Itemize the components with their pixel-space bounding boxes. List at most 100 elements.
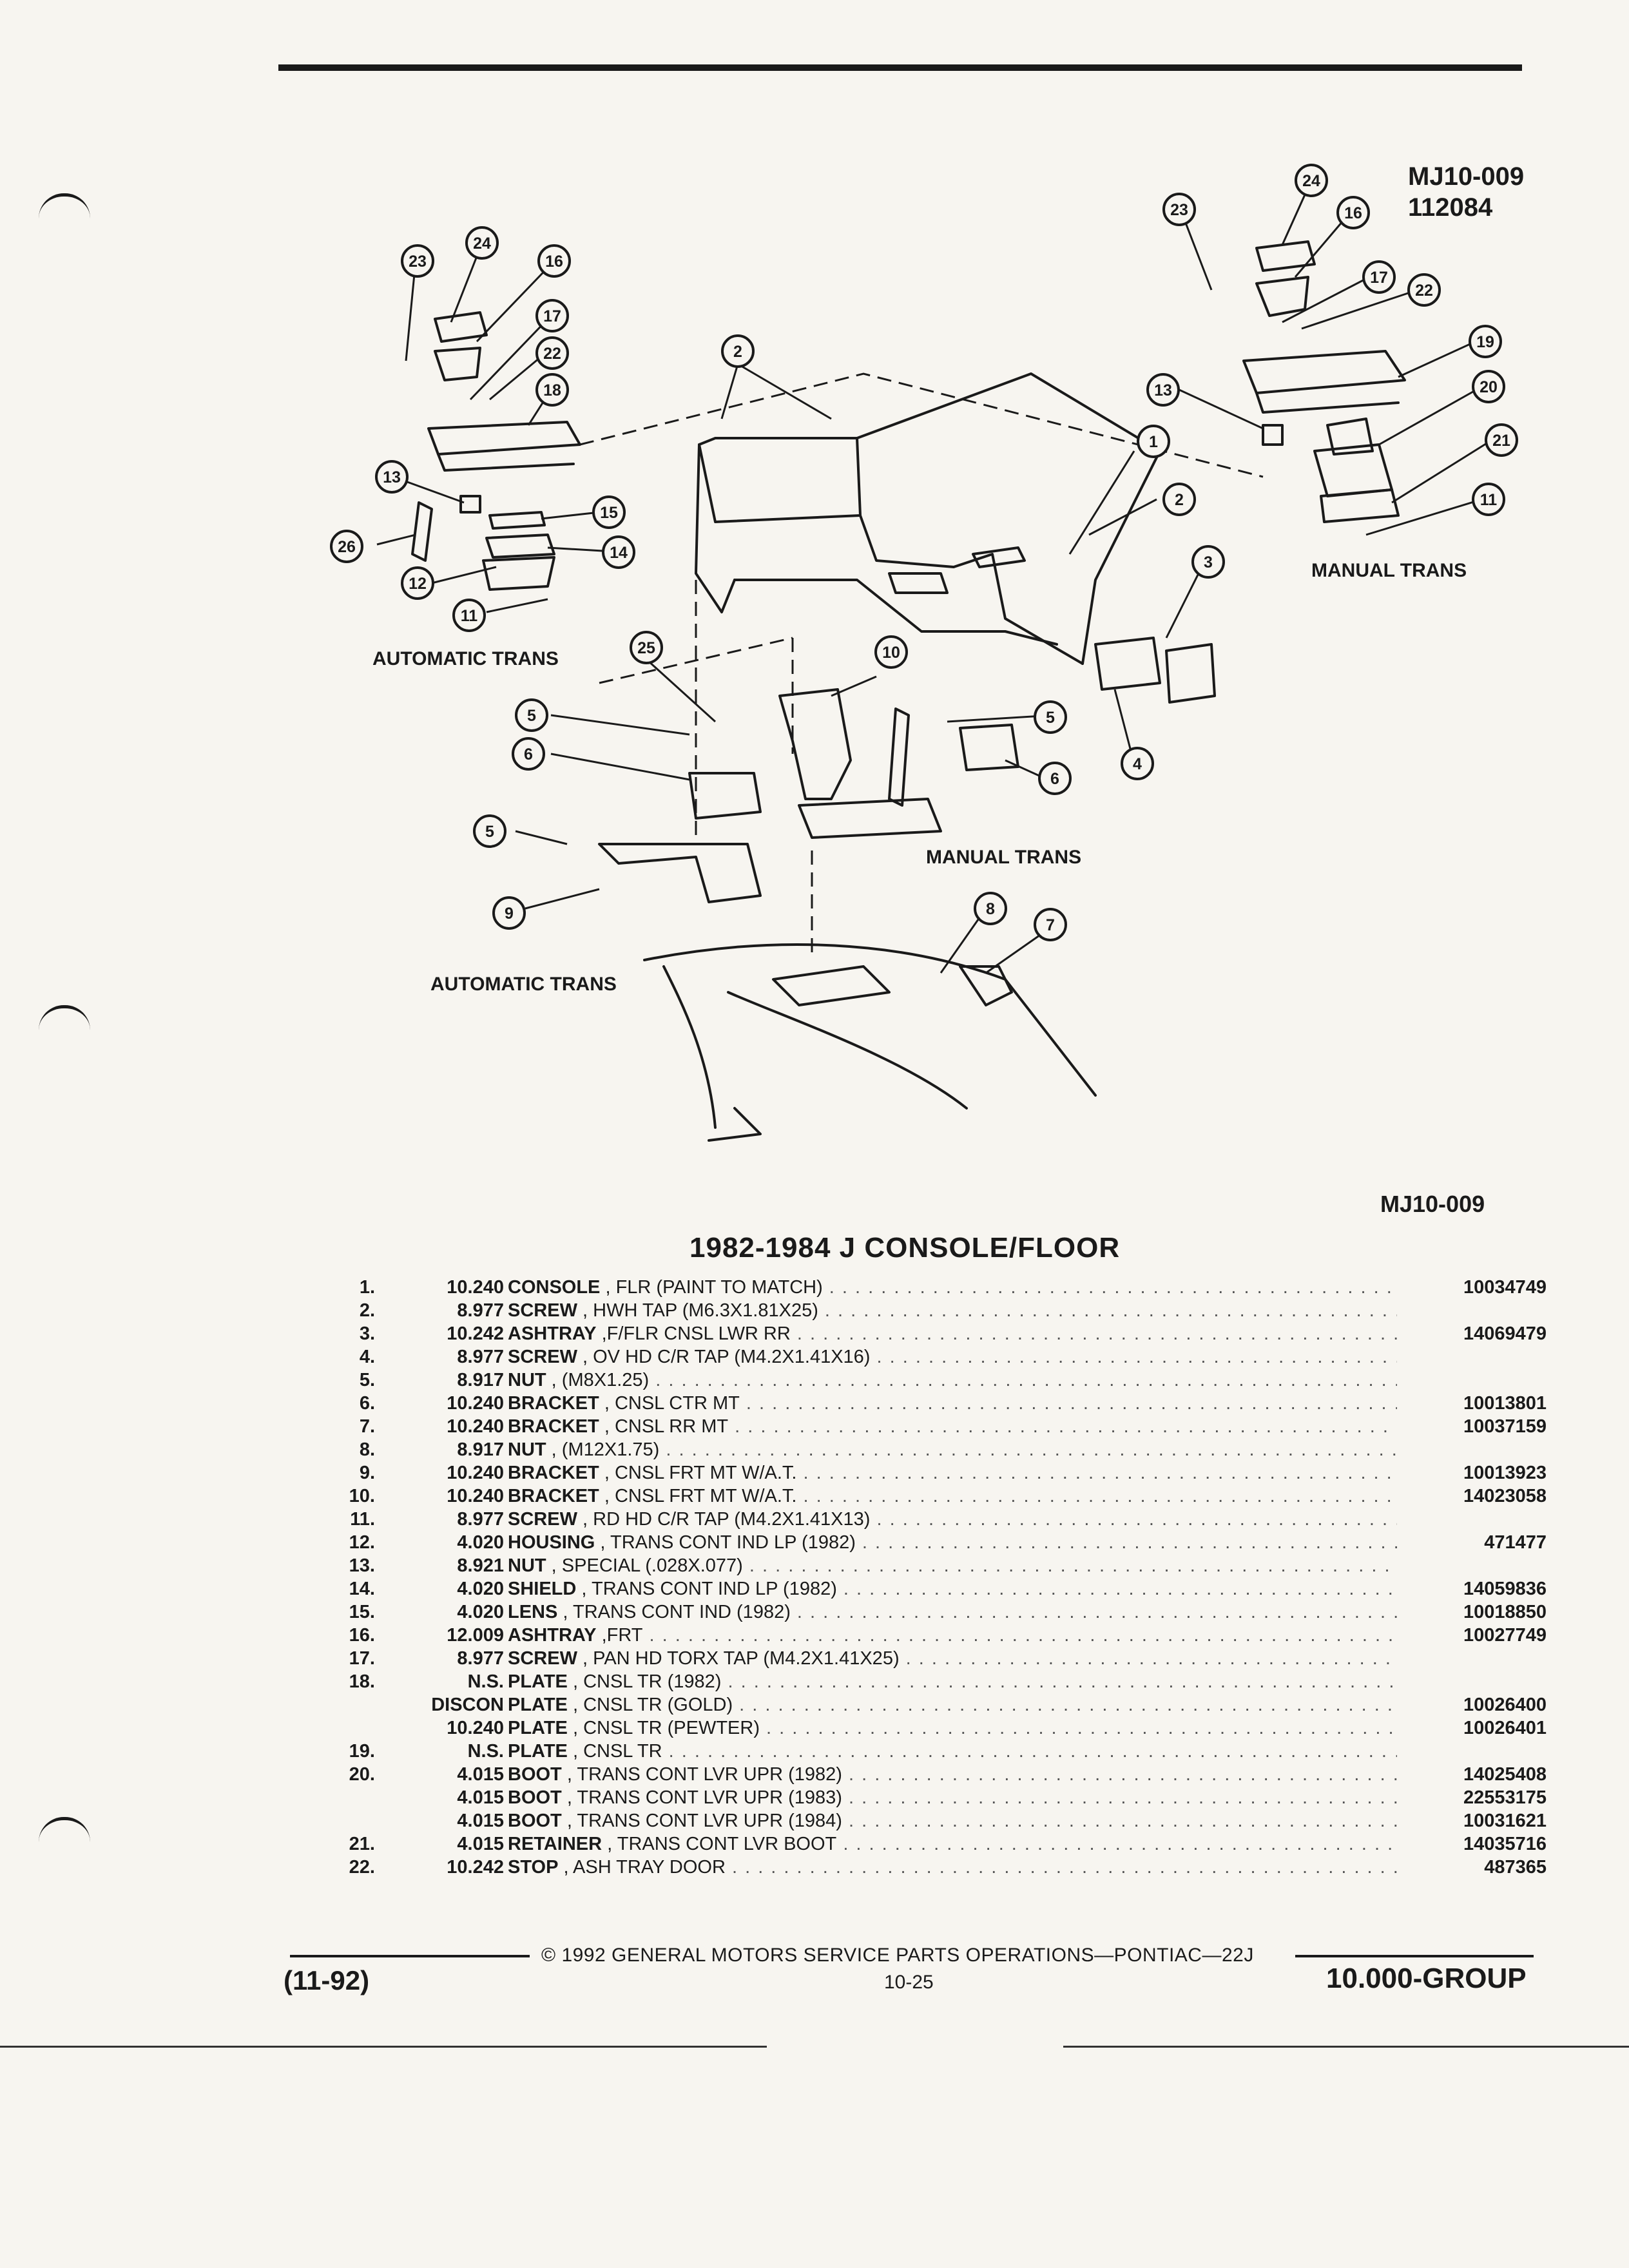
part-name: BRACKET bbox=[508, 1486, 599, 1506]
bottom-rule bbox=[1063, 2046, 1629, 2048]
svg-text:8: 8 bbox=[986, 900, 995, 918]
item-number: 19. bbox=[349, 1741, 375, 1762]
bracket-front-manual bbox=[778, 688, 852, 800]
callout-5: 5 bbox=[515, 698, 548, 732]
figure-code-top: MJ10-009 112084 bbox=[1408, 161, 1524, 223]
label-manual-trans: MANUAL TRANS bbox=[926, 847, 1081, 868]
part-name: BOOT bbox=[508, 1764, 562, 1785]
callout-13: 13 bbox=[375, 460, 409, 494]
callout-23: 23 bbox=[401, 244, 434, 278]
svg-text:22: 22 bbox=[1415, 282, 1433, 300]
part-description: BRACKET , CNSL CTR MT . . . . . . . . . … bbox=[508, 1392, 1397, 1415]
figure-code: MJ10-009 bbox=[1408, 162, 1525, 191]
part-number: 22553175 bbox=[1463, 1787, 1547, 1808]
callout-leader bbox=[1365, 498, 1483, 536]
item-number: 4. bbox=[359, 1347, 375, 1367]
callout-16: 16 bbox=[1336, 196, 1370, 229]
callout-22: 22 bbox=[535, 336, 569, 370]
part-name: CONSOLE bbox=[508, 1277, 601, 1298]
figure-code-bottom: MJ10-009 bbox=[1380, 1191, 1485, 1217]
callout-19: 19 bbox=[1469, 325, 1502, 358]
item-number: 21. bbox=[349, 1834, 375, 1854]
ashtray-lid-auto bbox=[434, 311, 488, 343]
callout-leader bbox=[1005, 759, 1041, 778]
svg-text:13: 13 bbox=[1154, 381, 1172, 399]
dot-leader: . . . . . . . . . . . . . . . . . . . . … bbox=[735, 1416, 1397, 1437]
bracket-base-manual bbox=[798, 798, 942, 839]
callout-22: 22 bbox=[1407, 273, 1441, 307]
part-description: BOOT , TRANS CONT LVR UPR (1983) . . . .… bbox=[508, 1786, 1397, 1809]
part-detail: , SPECIAL (.028X.077) bbox=[551, 1555, 743, 1576]
callout-leader bbox=[1179, 389, 1264, 430]
part-description: SHIELD , TRANS CONT IND LP (1982) . . . … bbox=[508, 1577, 1397, 1600]
boot-top-manual bbox=[1326, 418, 1374, 456]
part-detail: , CNSL CTR MT bbox=[604, 1393, 740, 1414]
callout-leader bbox=[541, 511, 600, 520]
shield-auto bbox=[485, 533, 555, 559]
part-detail: , TRANS CONT IND LP (1982) bbox=[581, 1579, 837, 1599]
item-number: 14. bbox=[349, 1579, 375, 1599]
part-name: NUT bbox=[508, 1555, 546, 1576]
part-detail: , RD HD C/R TAP (M4.2X1.41X13) bbox=[583, 1509, 871, 1530]
callout-11: 11 bbox=[452, 599, 486, 632]
item-number: 17. bbox=[349, 1648, 375, 1669]
copyright: © 1992 GENERAL MOTORS SERVICE PARTS OPER… bbox=[541, 1945, 1254, 1966]
item-number: 9. bbox=[359, 1463, 375, 1483]
part-detail: , CNSL RR MT bbox=[604, 1416, 729, 1437]
svg-text:7: 7 bbox=[1046, 916, 1055, 934]
part-number: 14035716 bbox=[1463, 1834, 1547, 1854]
part-description: NUT , SPECIAL (.028X.077) . . . . . . . … bbox=[508, 1554, 1397, 1577]
part-description: BRACKET , CNSL RR MT . . . . . . . . . .… bbox=[508, 1415, 1397, 1438]
svg-text:5: 5 bbox=[527, 707, 536, 725]
callout-9: 9 bbox=[492, 896, 526, 930]
callout-leader bbox=[476, 260, 555, 343]
group-number: 10.240 bbox=[447, 1393, 504, 1414]
part-detail: ,FRT bbox=[601, 1625, 643, 1646]
dot-leader: . . . . . . . . . . . . . . . . . . . . … bbox=[843, 1579, 1397, 1599]
group-number: 4.015 bbox=[457, 1834, 504, 1854]
part-description: BRACKET , CNSL FRT MT W/A.T. . . . . . .… bbox=[508, 1461, 1397, 1485]
floor-pan-plate bbox=[772, 965, 891, 1006]
ashtray-lower-rear-door bbox=[1165, 643, 1216, 704]
svg-text:17: 17 bbox=[543, 307, 561, 325]
callout-7: 7 bbox=[1034, 908, 1067, 941]
svg-text:5: 5 bbox=[485, 823, 494, 841]
console-opening bbox=[888, 572, 949, 594]
page-number: 10-25 bbox=[884, 1972, 934, 1993]
part-name: STOP bbox=[508, 1857, 559, 1878]
part-number: 487365 bbox=[1484, 1857, 1547, 1878]
label-automatic-trans: AUTOMATIC TRANS bbox=[372, 648, 559, 669]
part-description: NUT , (M12X1.75) . . . . . . . . . . . .… bbox=[508, 1438, 1397, 1461]
callout-21: 21 bbox=[1485, 423, 1518, 457]
nut-manual bbox=[1262, 424, 1284, 446]
callout-8: 8 bbox=[974, 892, 1007, 925]
callout-leader bbox=[1088, 498, 1157, 536]
dot-leader: . . . . . . . . . . . . . . . . . . . . … bbox=[728, 1671, 1398, 1692]
part-detail: , TRANS CONT LVR BOOT bbox=[607, 1834, 837, 1854]
svg-text:12: 12 bbox=[409, 575, 427, 593]
callout-leader bbox=[431, 566, 497, 584]
part-detail: , TRANS CONT IND (1982) bbox=[563, 1602, 791, 1622]
part-name: ASHTRAY bbox=[508, 1323, 597, 1344]
leader-line bbox=[579, 372, 1264, 478]
exploded-parts-diagram: 23 24 16 17 22 18 13 26 15 14 12 11 2 1 … bbox=[330, 164, 1518, 1142]
bracket-rear bbox=[959, 965, 1013, 1006]
svg-text:10: 10 bbox=[882, 644, 900, 662]
dot-leader: . . . . . . . . . . . . . . . . . . . . … bbox=[655, 1370, 1397, 1390]
part-name: RETAINER bbox=[508, 1834, 602, 1854]
item-number: 6. bbox=[359, 1393, 375, 1414]
part-number: 14023058 bbox=[1463, 1486, 1547, 1506]
part-detail: , CNSL TR bbox=[572, 1741, 662, 1762]
part-description: BOOT , TRANS CONT LVR UPR (1982) . . . .… bbox=[508, 1763, 1397, 1786]
callout-leader bbox=[1378, 385, 1483, 446]
console-top-edge bbox=[859, 514, 1084, 665]
